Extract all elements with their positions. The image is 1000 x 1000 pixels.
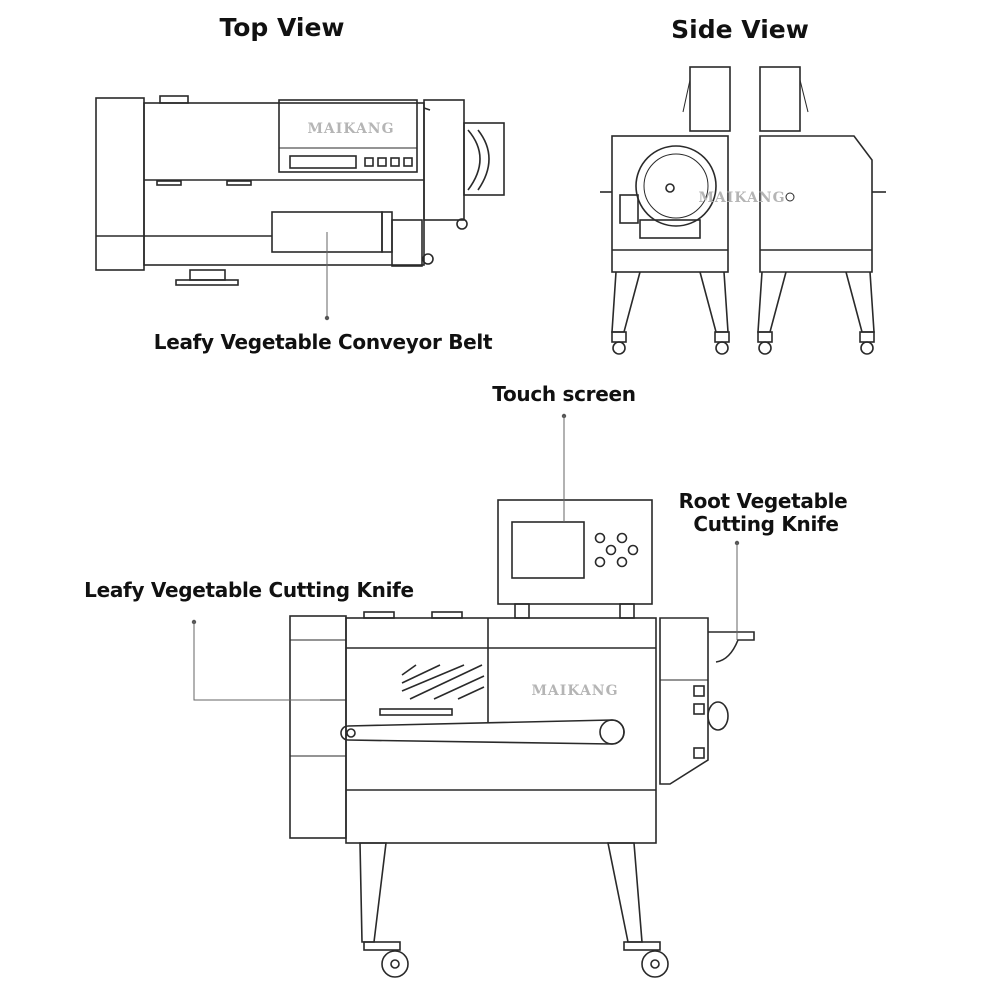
front-view-logo: MAIKANG [531, 683, 618, 699]
conveyor-leader-dot [324, 315, 330, 321]
side-view-logo: MAIKANG [698, 190, 785, 206]
root-knife-label-line1: Root Vegetable [679, 489, 848, 513]
side-view-drawing: MAIKANG [600, 66, 886, 355]
leafy-knife-slots [401, 664, 485, 700]
side-view-title: Side View [671, 15, 809, 44]
leafy-knife-leader-line [193, 622, 320, 701]
touch-screen-label: Touch screen [492, 382, 635, 406]
root-knife-label-line2: Cutting Knife [693, 512, 838, 536]
top-view-drawing: MAIKANG [95, 95, 505, 286]
top-view-title: Top View [219, 13, 344, 42]
front-view-drawing: MAIKANG [289, 499, 755, 978]
conveyor-belt-label: Leafy Vegetable Conveyor Belt [154, 330, 493, 354]
leafy-knife-label: Leafy Vegetable Cutting Knife [84, 578, 414, 602]
top-view-logo: MAIKANG [307, 121, 394, 137]
